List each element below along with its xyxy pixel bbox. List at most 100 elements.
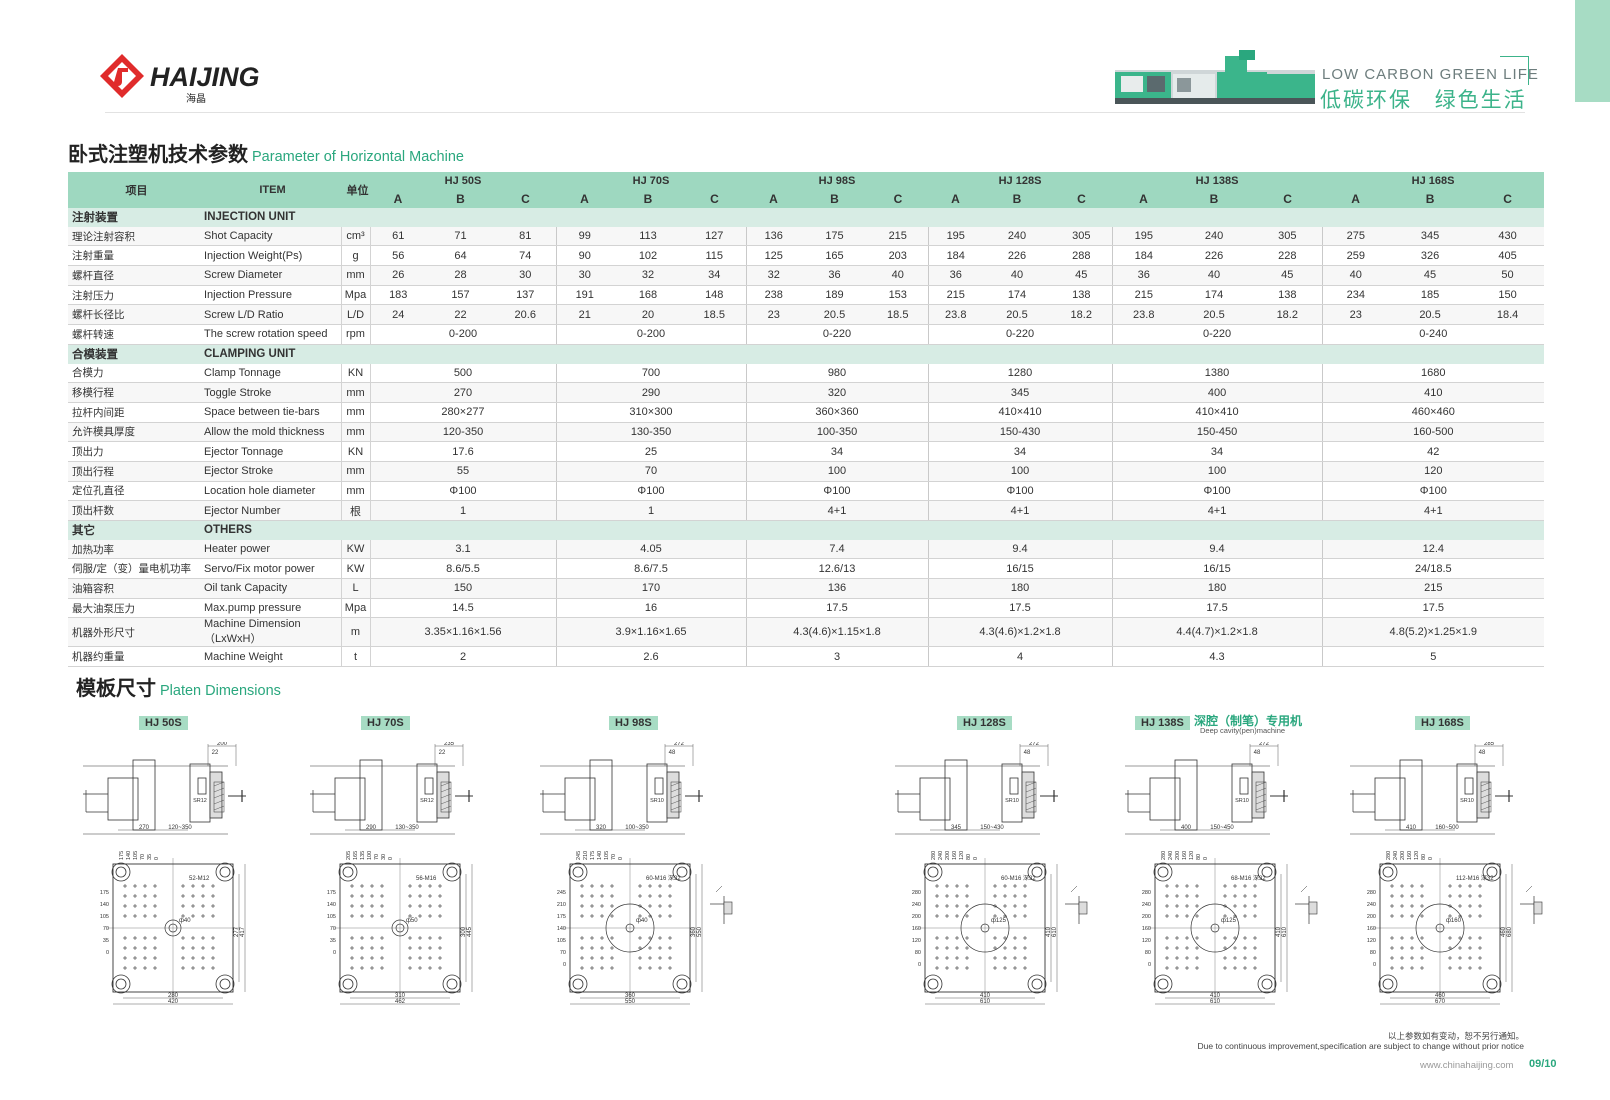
dim-top: 272: [1029, 742, 1040, 747]
value-cell: 20.5: [983, 304, 1051, 326]
value-cell: 180: [927, 578, 1113, 599]
dim-phi: ф40: [636, 918, 648, 924]
value-cell: 168: [613, 285, 683, 306]
row-label-en: Toggle Stroke: [201, 382, 341, 403]
value-cell: 4: [927, 646, 1113, 668]
value-cell: 17.6: [370, 441, 556, 462]
dim-height-outer: 680: [1507, 926, 1513, 937]
sub-header: C: [868, 190, 928, 208]
scale-top-label: 80: [1421, 854, 1427, 860]
value-cell: 23: [1321, 304, 1390, 326]
value-cell: 326: [1389, 245, 1472, 267]
value-cell: 12.4: [1321, 539, 1545, 560]
dim-width-inner: 410: [980, 993, 991, 999]
value-cell: 280×277: [370, 402, 556, 423]
scale-left-label: 175: [557, 914, 566, 920]
dim-width-inner: 460: [1435, 993, 1446, 999]
value-cell: 99: [555, 226, 613, 247]
footer-note-cn: 以上参数如有变动，恕不另行通知。: [1387, 1032, 1524, 1042]
scale-top-label: 120: [1414, 851, 1420, 860]
value-cell: 240: [1175, 226, 1254, 247]
header-divider: [105, 112, 1525, 113]
value-cell: Φ100: [555, 481, 746, 502]
value-cell: 185: [1389, 285, 1472, 306]
value-cell: 36: [801, 265, 868, 286]
footer-note-en: Due to continuous improvement,specificat…: [1197, 1041, 1525, 1051]
dim-width-inner: 410: [1210, 993, 1221, 999]
scale-top-label: 240: [1168, 851, 1174, 860]
value-cell: 20: [613, 304, 683, 326]
sub-header: C: [1253, 190, 1323, 208]
value-cell: 310×300: [555, 402, 746, 423]
section-title-en: OTHERS: [201, 520, 1545, 540]
value-cell: 5: [1321, 646, 1545, 668]
value-cell: 1380: [1111, 363, 1323, 384]
value-cell: 18.5: [683, 304, 746, 326]
dim-mold: 120~350: [168, 825, 192, 831]
scale-left-label: 160: [1367, 926, 1376, 932]
value-cell: 71: [426, 226, 495, 247]
scale-top-label: 200: [1175, 851, 1181, 860]
scale-left-label: 280: [1142, 890, 1151, 896]
model-header: HJ 50S: [370, 172, 556, 190]
value-cell: 17.5: [1321, 598, 1545, 619]
scale-top-label: 140: [126, 851, 132, 860]
value-cell: Φ100: [1111, 481, 1323, 502]
value-cell: 320: [745, 382, 928, 403]
value-cell: 405: [1471, 245, 1545, 267]
scale-left-label: 80: [915, 950, 921, 956]
scale-left-label: 140: [327, 902, 336, 908]
value-cell: 290: [555, 382, 746, 403]
value-cell: 183: [370, 285, 426, 306]
dim-stroke: 290: [366, 825, 377, 831]
dim-stroke: 345: [951, 825, 962, 831]
scale-top-label: 280: [1386, 851, 1392, 860]
row-unit: mm: [340, 422, 371, 443]
scale-left-label: 280: [912, 890, 921, 896]
dim-phi: ф160: [1446, 918, 1462, 924]
slogan-en: LOW CARBON GREEN LIFE: [1322, 66, 1539, 83]
value-cell: 3.9×1.16×1.65: [555, 617, 746, 648]
dim-height-inner: 410: [1276, 926, 1282, 937]
value-cell: 500: [370, 363, 556, 384]
value-cell: 42: [1321, 441, 1545, 462]
scale-left-label: 175: [327, 890, 336, 896]
row-label-en: Location hole diameter: [201, 481, 341, 502]
scale-top-label: 280: [1161, 851, 1167, 860]
slogan-cn: 低碳环保 绿色生活: [1320, 84, 1527, 114]
slogan-cn-1: 低碳环保: [1320, 88, 1412, 112]
scale-top-label: 70: [611, 854, 617, 860]
value-cell: 20.6: [495, 304, 556, 326]
scale-left-label: 160: [1142, 926, 1151, 932]
scale-left-label: 35: [103, 938, 109, 944]
row-unit: KW: [340, 558, 371, 580]
scale-left-label: 120: [1367, 938, 1376, 944]
dim-top: 272: [1259, 742, 1270, 747]
value-cell: 61: [370, 226, 426, 247]
sub-header: A: [928, 190, 983, 208]
value-cell: 115: [683, 245, 746, 267]
row-label-en: Allow the mold thickness: [201, 422, 341, 443]
platen-model-tag: HJ 128S: [957, 716, 1012, 730]
value-cell: 23: [745, 304, 801, 326]
value-cell: 100: [745, 461, 928, 482]
value-cell: 4.05: [555, 539, 746, 560]
platen-model-tag: HJ 98S: [609, 716, 658, 730]
scale-left-label: 210: [557, 902, 566, 908]
value-cell: 460×460: [1321, 402, 1545, 423]
row-unit: L/D: [340, 304, 371, 326]
scale-top-label: 160: [952, 851, 958, 860]
col-unit: 单位: [341, 172, 370, 208]
sub-header: A: [1112, 190, 1176, 208]
sub-header: A: [556, 190, 613, 208]
